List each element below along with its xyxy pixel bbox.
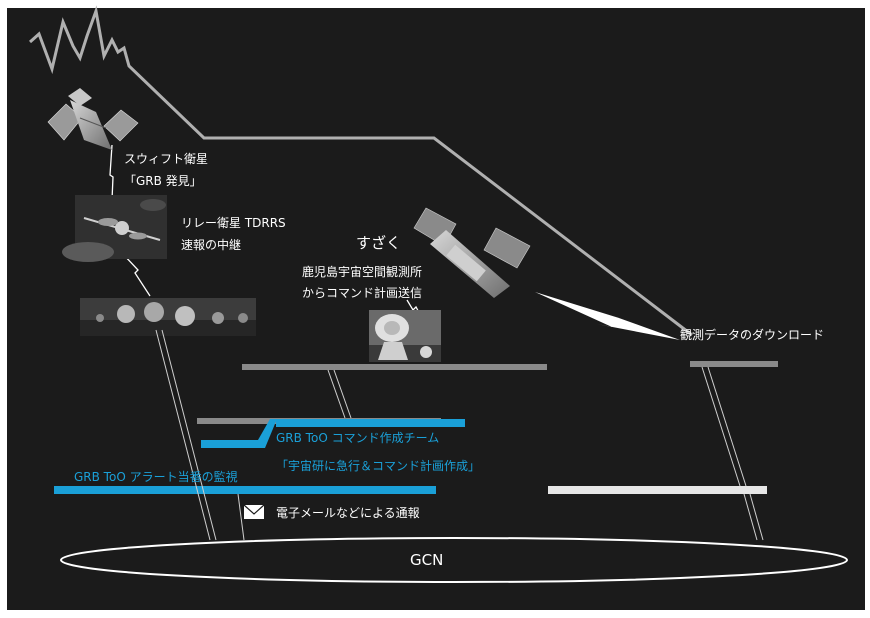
suzaku-satellite-icon (413, 207, 531, 298)
parabolic-antenna-icon (369, 310, 441, 362)
alert-watch-bar (54, 486, 436, 494)
download-bar (690, 361, 778, 367)
download-team-bar (548, 486, 767, 494)
label-alert-watch: GRB ToO アラート当番の監視 (74, 470, 238, 484)
label-command-team: GRB ToO コマンド作成チーム (276, 431, 440, 445)
label-relay-satellite: リレー衛星 TDRRS (181, 216, 286, 230)
mail-envelope-icon (243, 504, 265, 519)
lightning-link-icon (535, 292, 680, 340)
lightning-link-icon (109, 144, 114, 201)
gcn-network-ellipse (60, 537, 848, 583)
label-relay-news: 速報の中継 (181, 238, 242, 252)
label-suzaku: すざく (356, 234, 402, 252)
lightning-link-icon (120, 251, 151, 297)
label-rush-plan: 「宇宙研に急行＆コマンド計画作成」 (276, 459, 481, 473)
ground-station-bar (242, 364, 547, 370)
label-grb-discovery: 「GRB 発見」 (124, 174, 202, 188)
relay-satellite-icon (62, 195, 167, 262)
swift-satellite-icon (47, 88, 139, 150)
label-email-notice: 電子メールなどによる通報 (276, 506, 420, 520)
command-team-connector (258, 419, 277, 448)
label-download: 観測データのダウンロード (680, 328, 825, 342)
command-team-bar-left (201, 440, 261, 448)
label-swift-satellite: スウィフト衛星 (124, 152, 209, 166)
ground-antenna-array-icon (80, 298, 256, 336)
label-command-send: からコマンド計画送信 (302, 286, 423, 300)
grb-lightcurve-line (29, 5, 693, 337)
connection-lines (155, 329, 764, 541)
command-team-bar (276, 419, 465, 427)
label-gcn: GCN (410, 551, 444, 569)
label-kagoshima: 鹿児島宇宙空間観測所 (302, 265, 423, 279)
